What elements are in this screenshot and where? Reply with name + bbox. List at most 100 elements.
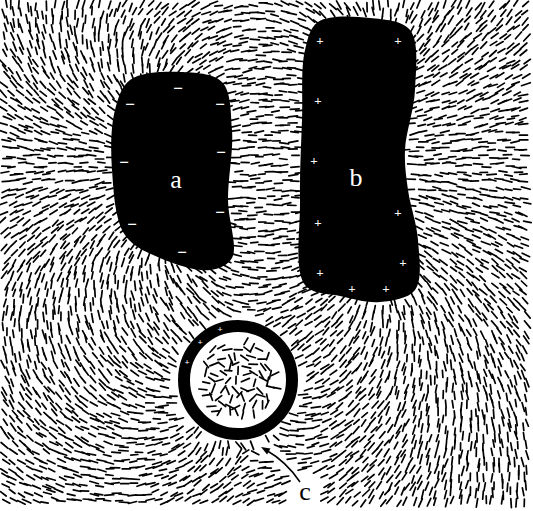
field-dash [26, 171, 35, 173]
field-dash [280, 260, 288, 262]
field-dash [58, 170, 65, 172]
field-dash [515, 17, 521, 22]
field-dash [498, 49, 505, 53]
field-dash [520, 108, 528, 111]
field-dash [124, 288, 126, 296]
field-dash [33, 256, 38, 262]
field-dash [495, 219, 503, 223]
field-dash [67, 112, 74, 117]
field-dash [154, 17, 160, 23]
field-dash [47, 321, 48, 329]
field-dash [98, 96, 104, 101]
field-dash [416, 211, 423, 213]
field-dash [418, 59, 425, 64]
field-dash [417, 91, 425, 94]
field-dash [463, 121, 470, 124]
field-dash [283, 203, 291, 205]
field-dash [64, 134, 72, 136]
field-dash [519, 124, 528, 125]
field-dash [146, 271, 149, 278]
field-dash [123, 305, 126, 313]
field-dash [97, 141, 105, 143]
field-dash [289, 92, 297, 93]
field-dash [91, 338, 95, 345]
field-dash [276, 262, 283, 263]
field-dash [416, 76, 422, 79]
field-dash [97, 187, 106, 189]
field-dash [296, 1, 302, 4]
field-dash [173, 3, 178, 9]
field-dash [497, 266, 505, 271]
field-dash [243, 70, 252, 73]
field-dash [67, 250, 72, 256]
field-dash [387, 320, 388, 328]
field-dash [290, 258, 297, 260]
field-dash [13, 42, 16, 51]
field-dash [249, 300, 258, 302]
field-dash [66, 17, 68, 26]
field-dash [183, 25, 190, 31]
field-dash [81, 249, 86, 255]
field-dash [241, 205, 248, 207]
field-dash [302, 289, 311, 292]
field-dash [308, 307, 315, 312]
field-dash [164, 323, 168, 330]
field-dash [417, 27, 421, 34]
field-dash [266, 188, 274, 190]
field-dash [34, 312, 37, 320]
field-dash [508, 298, 514, 305]
field-dash [410, 132, 419, 135]
field-dash [512, 258, 519, 263]
field-dash [469, 305, 474, 312]
field-dash [232, 157, 241, 159]
field-dash [61, 263, 65, 270]
field-dash [77, 315, 80, 323]
field-dash [242, 107, 249, 109]
field-dash [297, 314, 305, 318]
field-dash [427, 189, 435, 191]
field-dash [287, 238, 294, 240]
field-dash [107, 24, 109, 31]
field-dash [25, 130, 32, 132]
field-dash [29, 273, 32, 281]
field-dash [217, 74, 224, 78]
field-dash [85, 289, 87, 297]
field-dash [110, 10, 113, 17]
field-dash [271, 51, 279, 53]
field-dash [491, 100, 498, 104]
field-dash [513, 236, 521, 240]
field-dash [284, 30, 291, 33]
field-dash [241, 161, 249, 163]
field-dash [450, 34, 455, 39]
field-dash [226, 286, 235, 288]
field-dash [47, 106, 55, 110]
field-dash [467, 97, 475, 101]
field-dash [202, 281, 208, 287]
field-dash [58, 273, 62, 281]
field-dash [395, 305, 397, 313]
field-dash [389, 305, 391, 312]
field-dash [123, 33, 125, 42]
field-dash [315, 4, 321, 9]
field-dash [172, 35, 177, 42]
field-dash [507, 61, 515, 64]
field-dash [491, 16, 495, 22]
field-dash [62, 2, 64, 10]
field-dash [82, 9, 84, 16]
field-dash [274, 237, 281, 239]
field-dash [458, 221, 467, 223]
field-dash [165, 288, 167, 296]
field-dash [419, 306, 423, 314]
field-dash [487, 173, 496, 175]
field-dash [20, 48, 23, 55]
field-dash [43, 205, 50, 208]
field-dash [26, 319, 28, 328]
field-dash [298, 19, 305, 21]
field-dash [409, 11, 413, 19]
field-dash [249, 175, 256, 176]
field-dash [18, 35, 21, 43]
field-dash [423, 82, 431, 85]
field-dash [13, 260, 16, 267]
field-dash [495, 89, 503, 94]
field-dash [117, 251, 119, 258]
